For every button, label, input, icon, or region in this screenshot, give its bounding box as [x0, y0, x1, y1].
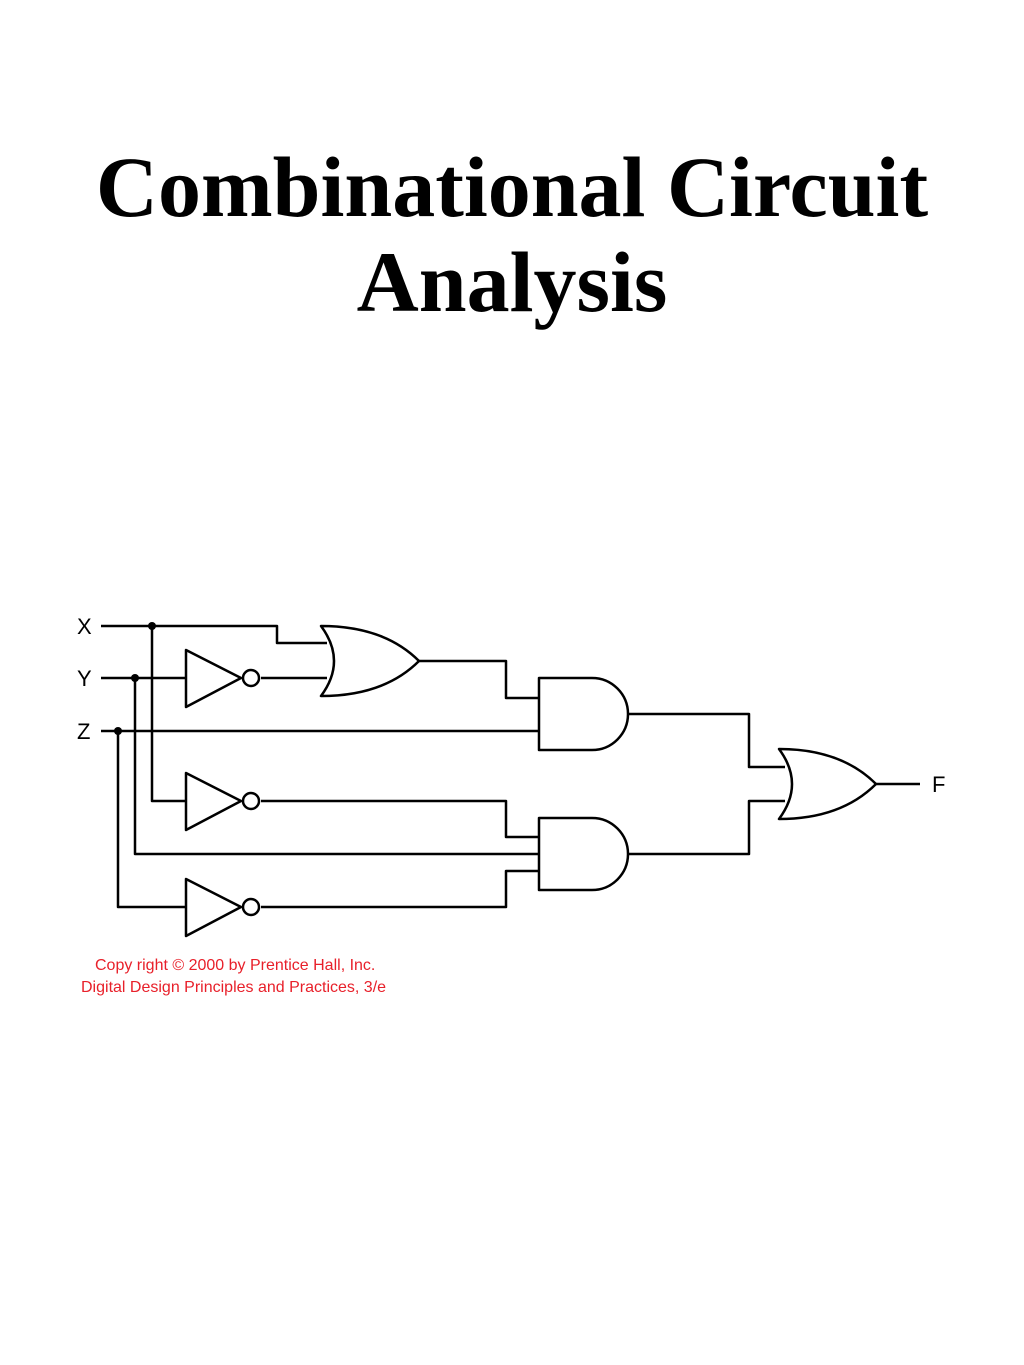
not-gate-2 [184, 771, 261, 832]
not-gate-1 [184, 648, 261, 709]
junction-dots [114, 622, 156, 735]
slide-title-line-2: Analysis [356, 234, 668, 330]
wire-not2-to-and2 [261, 799, 539, 839]
junction-dot-y [131, 674, 139, 682]
not-gate-2-triangle [184, 771, 243, 832]
output-label-f: F [932, 772, 945, 797]
wire-x-branch-to-not2 [150, 626, 186, 803]
not-gate-1-bubble [241, 668, 261, 688]
copyright-line-1: Copy right © 2000 by Prentice Hall, Inc. [95, 957, 375, 974]
wire-not3-to-and2 [261, 869, 539, 909]
junction-dot-x [148, 622, 156, 630]
and-gate-1 [537, 676, 630, 752]
wire-x-to-or1 [101, 624, 327, 645]
wire-y-branch-to-and2 [133, 678, 539, 856]
wire-and2-to-or2 [628, 799, 785, 856]
or-gate-2 [777, 747, 878, 821]
not-gate-3-triangle [184, 877, 243, 938]
input-label-y: Y [77, 666, 92, 691]
slide-title: Combinational Circuit Analysis [0, 140, 1024, 330]
junction-dot-z [114, 727, 122, 735]
slide-title-line-1: Combinational Circuit [95, 139, 929, 235]
or-gate-1 [319, 624, 421, 698]
not-gate-3-bubble [241, 897, 261, 917]
and-gate-2 [537, 816, 630, 892]
not-gate-3 [184, 877, 261, 938]
copyright-line-2: Digital Design Principles and Practices,… [81, 979, 386, 996]
input-label-x: X [77, 614, 92, 639]
input-label-z: Z [77, 719, 90, 744]
wire-or1-to-and1 [419, 659, 539, 700]
wire-and1-to-or2 [628, 712, 785, 769]
wire-z-branch-to-not3 [116, 731, 186, 909]
not-gate-2-bubble [241, 791, 261, 811]
circuit-wires [101, 624, 920, 909]
not-gate-1-triangle [184, 648, 243, 709]
